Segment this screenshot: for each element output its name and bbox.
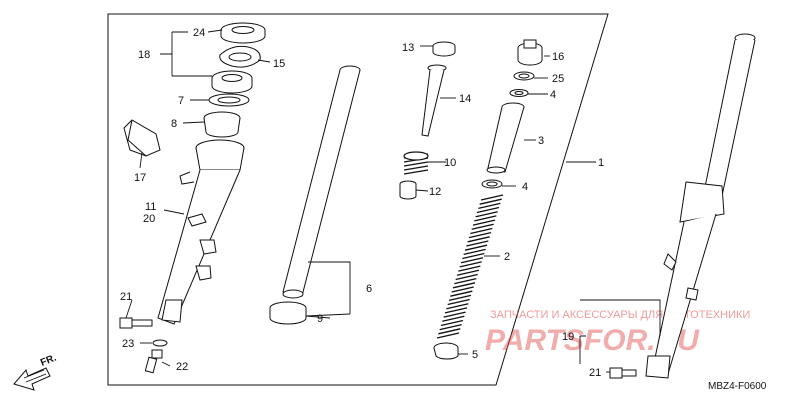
label-part-14: 14 [459, 93, 471, 105]
label-part-25: 25 [552, 73, 564, 85]
part-inner-fork-tube [282, 65, 361, 299]
part-fork-slider [157, 139, 245, 325]
label-part-21a: 21 [120, 291, 132, 303]
watermark-tagline: ЗАПЧАСТИ И АКСЕССУАРЫ ДЛЯ МОТОТЕХНИКИ [490, 309, 750, 321]
label-part-15: 15 [273, 58, 285, 70]
label-part-10: 10 [444, 157, 456, 169]
part-race-ring [208, 93, 250, 107]
label-part-3: 3 [538, 135, 544, 147]
part-rebound-spring-10 [403, 151, 429, 175]
label-part-7: 7 [178, 95, 184, 107]
label-part-4b: 4 [522, 181, 528, 193]
part-ring-5 [433, 342, 459, 360]
label-part-1: 1 [598, 157, 604, 169]
part-lower-bearing [203, 111, 241, 138]
part-top-thread-nut [220, 22, 266, 44]
part-fork-spring-2 [436, 194, 504, 339]
diagram-code: MBZ4-F0600 [708, 381, 767, 392]
label-part-24: 24 [193, 27, 205, 39]
front-direction-arrow-icon [13, 367, 51, 391]
label-part-19: 19 [562, 331, 574, 343]
front-direction-label: FR. [39, 352, 58, 368]
label-part-2: 2 [504, 251, 510, 263]
part-bolt-21b [609, 367, 637, 379]
part-fork-assembly [645, 33, 756, 379]
part-cover-17 [123, 119, 161, 157]
part-spacer-3 [486, 102, 525, 174]
part-cap-13 [432, 41, 456, 57]
label-part-6: 6 [366, 283, 372, 295]
part-piece-12 [399, 180, 417, 200]
label-part-18: 18 [138, 49, 150, 61]
label-part-22: 22 [176, 361, 188, 373]
part-slide-bushing-9 [269, 301, 307, 325]
part-upper-bearing [211, 70, 253, 94]
part-washer-4a [509, 89, 529, 97]
label-part-9: 9 [317, 313, 323, 325]
label-part-8: 8 [171, 118, 177, 130]
part-washer-4b [481, 179, 503, 189]
label-part-23: 23 [122, 338, 134, 350]
label-part-16: 16 [552, 51, 564, 63]
part-o-ring-25 [513, 71, 535, 81]
part-bolt-21a [119, 317, 153, 329]
label-part-13: 13 [402, 42, 414, 54]
part-washer-23 [152, 339, 168, 347]
diagram-frame [107, 13, 609, 386]
leader-lines [125, 29, 661, 373]
label-part-12: 12 [429, 186, 441, 198]
part-bolt-16 [517, 39, 543, 66]
label-part-5: 5 [472, 349, 478, 361]
part-dust-seal [219, 45, 261, 68]
label-part-20: 20 [143, 213, 155, 225]
label-part-11: 11 [145, 201, 156, 213]
label-part-17: 17 [134, 172, 146, 184]
label-part-4a: 4 [550, 89, 556, 101]
part-damper-rod-14 [421, 64, 447, 137]
label-part-21b: 21 [589, 367, 601, 379]
part-socket-bolt-22 [144, 349, 163, 374]
